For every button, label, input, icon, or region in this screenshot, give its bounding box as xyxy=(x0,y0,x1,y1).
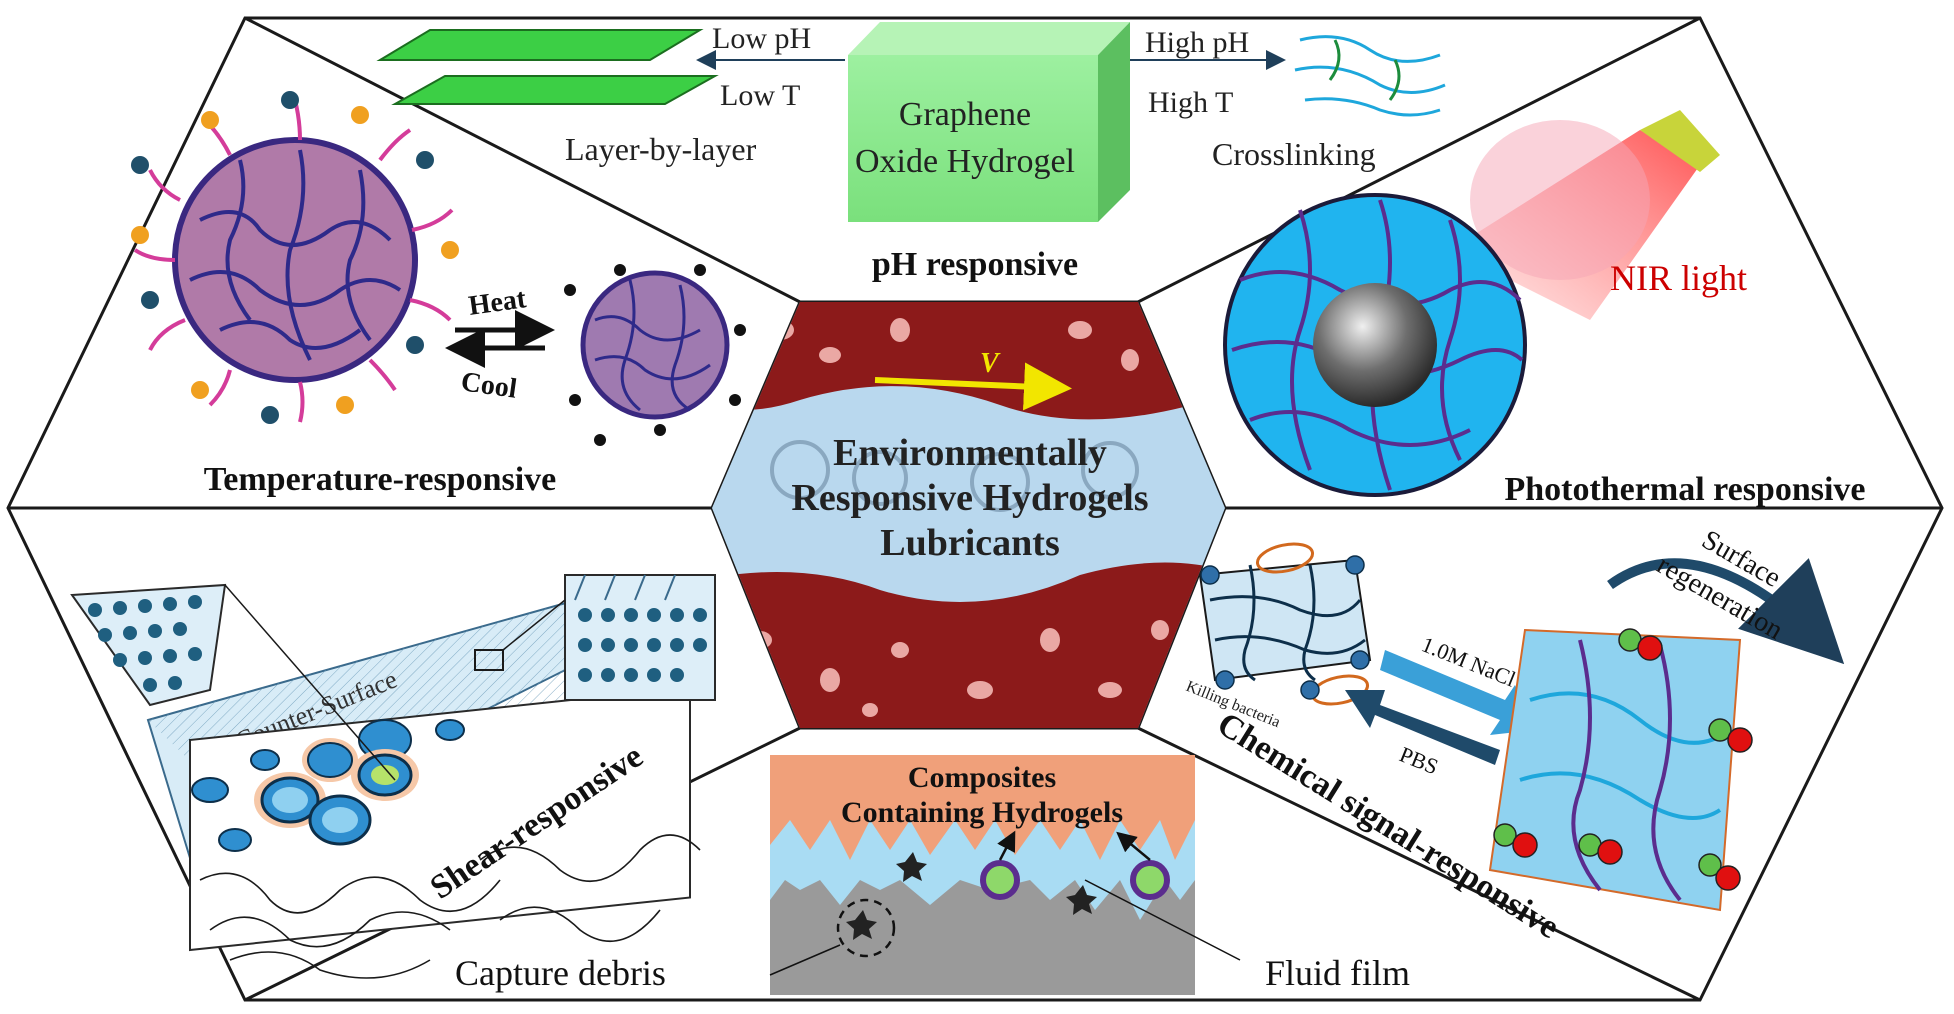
photothermal-nanoparticle xyxy=(1313,283,1437,407)
beam-glow xyxy=(1470,120,1650,280)
composite-layer xyxy=(770,755,1195,860)
inset-right-pointer xyxy=(502,599,566,651)
nir-light-label: NIR light xyxy=(1610,258,1747,298)
bearing-rings xyxy=(770,440,1139,512)
cube-label-line2: Oxide Hydrogel xyxy=(855,143,1075,180)
cool-label: Cool xyxy=(459,366,519,405)
collapsed-particle xyxy=(580,270,730,420)
inset-right-brushes xyxy=(578,608,707,682)
center-title-line2: Responsive Hydrogels xyxy=(791,477,1148,519)
capture-debris-label: Capture debris xyxy=(455,953,666,993)
regenerated-gel xyxy=(1488,628,1742,912)
counter-ions xyxy=(131,91,459,424)
zwitterion-pairs xyxy=(1493,628,1753,891)
capture-pointer xyxy=(769,944,841,976)
light-source xyxy=(1640,110,1720,172)
low-ph-label: Low pH xyxy=(712,22,811,55)
divider-bottom-right xyxy=(1137,726,1701,1002)
released-ions xyxy=(564,264,746,446)
collapsed-network xyxy=(594,279,711,412)
center-title-line3: Lubricants xyxy=(880,522,1059,564)
cube-side xyxy=(1098,22,1130,222)
fluid-film-pointer xyxy=(1084,879,1241,961)
divider-top-right xyxy=(1137,16,1701,304)
high-t-label: High T xyxy=(1148,86,1233,119)
high-ph-label: High pH xyxy=(1145,26,1249,59)
ph-panel-title: pH responsive xyxy=(872,246,1078,283)
inset-left-pointer xyxy=(224,584,396,781)
temperature-panel-title: Temperature-responsive xyxy=(204,461,557,498)
graphene-layer-2 xyxy=(391,75,719,105)
swollen-network xyxy=(189,149,402,361)
center-title-line1: Environmentally xyxy=(833,432,1107,474)
center-panel: V Environmentally Responsive Hydrogels L… xyxy=(712,302,1225,728)
charge-markers-left xyxy=(1200,555,1370,700)
layer-by-layer-label: Layer-by-layer xyxy=(565,131,757,167)
composites-panel: Composites Containing Hydrogels Capture … xyxy=(455,755,1410,995)
ph-panel: Graphene Oxide Hydrogel Low pH Low T Hig… xyxy=(376,22,1446,283)
divider-top-left xyxy=(244,16,801,304)
composites-title-line2: Containing Hydrogels xyxy=(841,796,1123,829)
debris-particles xyxy=(846,852,1097,940)
bactericidal-network xyxy=(1209,564,1366,682)
regenerated-network xyxy=(1519,639,1732,902)
hydrogel-droplets xyxy=(191,719,465,852)
composites-title-line1: Composites xyxy=(908,761,1056,794)
nacl-arrow xyxy=(1380,650,1535,735)
chemical-panel: Killing bacteria 1.0M NaCl PBS Surface r… xyxy=(1184,524,1845,946)
photothermal-panel: NIR light Photothermal responsive xyxy=(1223,110,1866,508)
crosslinking-label: Crosslinking xyxy=(1212,136,1376,172)
capsule-arrow-2 xyxy=(1116,831,1151,861)
shear-panel: Counter-Surface xyxy=(70,574,716,979)
capsule-arrow-1 xyxy=(997,830,1016,861)
inset-left-brushes xyxy=(88,595,202,692)
heat-label: Heat xyxy=(467,283,529,322)
graphene-layer-1 xyxy=(376,29,704,61)
cube-front xyxy=(848,55,1098,222)
polymer-chains xyxy=(199,834,701,979)
inset-left xyxy=(70,583,227,707)
photothermal-panel-title: Photothermal responsive xyxy=(1504,471,1865,508)
zoom-box xyxy=(474,649,504,671)
crosslink-network xyxy=(1294,35,1446,117)
inset-right-lines xyxy=(574,574,676,601)
pbs-arrow xyxy=(1345,690,1500,765)
velocity-arrow xyxy=(874,362,1072,411)
bactericidal-gel xyxy=(1198,558,1372,682)
capture-circle xyxy=(836,898,896,958)
temperature-panel: Heat Cool Temperature-responsive xyxy=(131,91,746,498)
velocity-label: V xyxy=(980,348,1001,379)
cube-top xyxy=(848,22,1130,55)
regeneration-arrow xyxy=(1607,558,1845,665)
cube-label-line1: Graphene xyxy=(899,96,1031,133)
upper-tissue xyxy=(712,302,1225,420)
hydrogel-capsules xyxy=(980,860,1170,900)
low-t-label: Low T xyxy=(720,79,800,112)
pbs-label: PBS xyxy=(1396,741,1442,779)
fluid-film-label: Fluid film xyxy=(1265,953,1410,993)
